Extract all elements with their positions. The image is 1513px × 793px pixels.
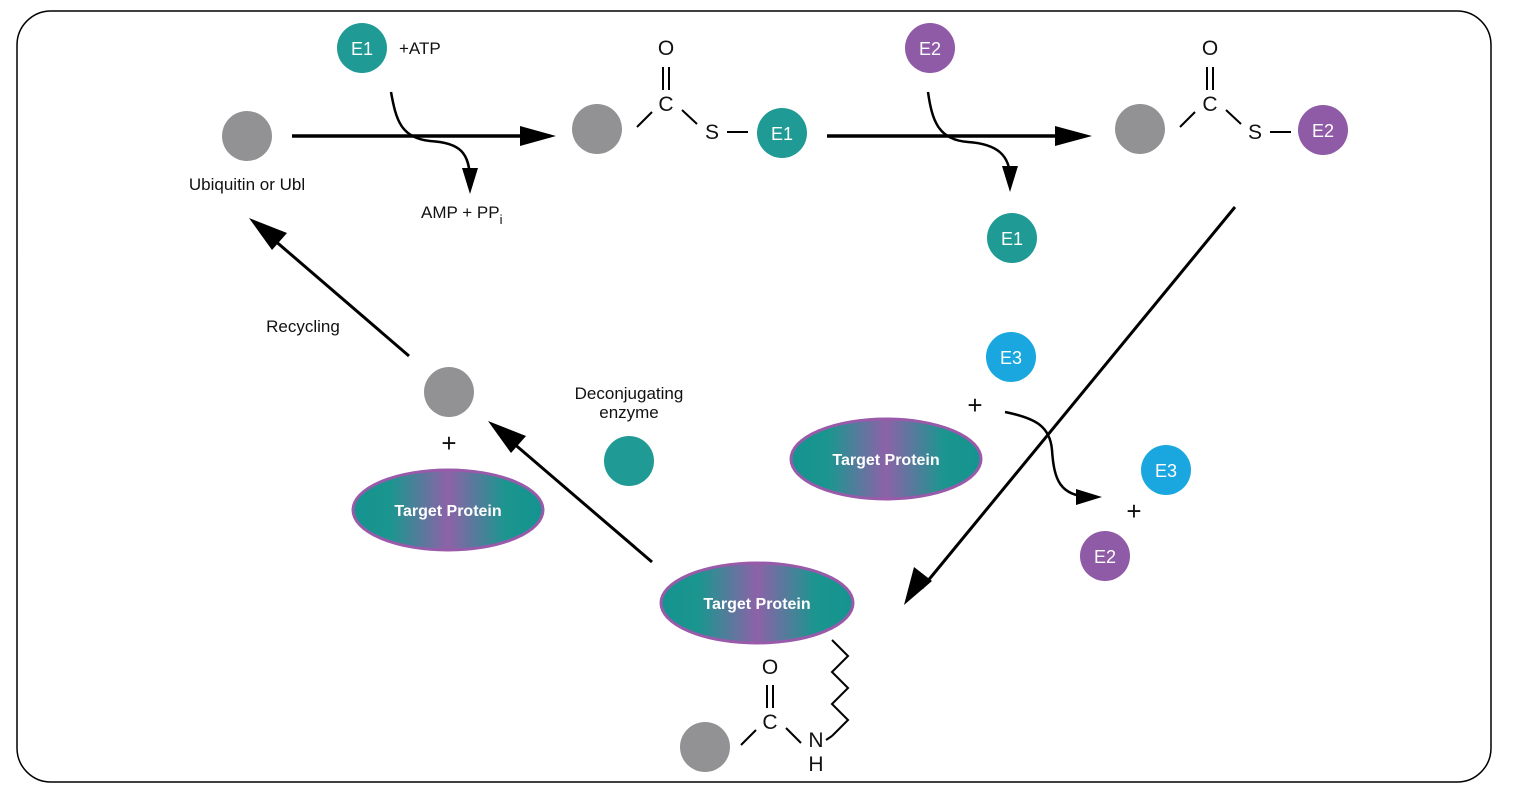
ubiquitin-e1-circle [572,104,622,154]
bond-ub-c-3 [740,729,757,746]
plus-sign-e3: + [967,390,982,420]
e1-node-bound-label: E1 [771,124,793,144]
sulfur-atom-1: S [705,121,719,144]
bond-c-s-2 [1225,109,1242,125]
carbon-atom-2: C [1202,93,1217,116]
e2-node-in [905,23,955,73]
plus-sign-products: + [441,428,456,458]
target-protein-released [351,468,545,552]
ubiquitin-circle [222,111,272,161]
sulfur-atom-2: S [1248,121,1262,144]
e2-node-released-label: E2 [1094,547,1116,567]
bond-chain-n [825,735,833,741]
ligation-arrowhead [904,567,932,605]
bond-ub-c-1 [636,111,653,128]
e1-release-arrowhead [1002,166,1018,192]
deconjugating-enzyme-node [604,436,654,486]
e1-node-released-label: E1 [1001,229,1023,249]
deconjugation-arrow [504,434,653,564]
deconjugating-label-line2: enzyme [599,403,659,422]
ubiquitin-label: Ubiquitin or Ubl [189,175,305,194]
e1-release-curve [926,91,1012,179]
deconjugating-label-line1: Deconjugating [575,384,684,403]
e3-node-released [1141,445,1191,495]
ubiquitin-conjugated-circle [680,722,730,772]
e3-e2-release-curve [1004,410,1091,499]
ubiquitin-released-circle [424,367,474,417]
diagram-frame [16,10,1492,783]
target-protein-incoming-label: Target Protein [832,452,939,469]
oxygen-atom-2: O [1202,37,1218,60]
target-protein-conjugated-label: Target Protein [703,596,810,613]
oxygen-atom-1: O [658,37,674,60]
target-protein-conjugated [659,561,855,645]
target-protein-incoming [789,417,983,501]
target-protein-released-label: Target Protein [394,503,501,520]
amp-release-arrowhead [462,168,478,194]
activation-arrowhead [520,126,556,146]
carbon-atom-3: C [762,711,777,734]
deconjugation-arrowhead [488,421,526,453]
ubiquitin-e2-circle [1115,104,1165,154]
plus-sign-release: + [1126,496,1141,526]
e3-e2-release-arrowhead [1076,489,1102,505]
recycling-arrow [265,231,410,358]
e2-node-released [1080,531,1130,581]
bond-c-n [785,727,802,744]
ligation-arrow [920,206,1237,589]
bond-c-s-1 [681,109,698,125]
atp-label: +ATP [399,39,441,58]
e3-node-released-label: E3 [1155,461,1177,481]
lysine-side-chain [830,639,850,737]
hydrogen-atom: H [808,753,823,776]
recycling-arrowhead [249,218,287,250]
e2-node-in-label: E2 [919,39,941,59]
nitrogen-atom: N [808,729,823,752]
carbon-atom-1: C [658,93,673,116]
e1-node-atp-label: E1 [351,39,373,59]
e2-node-bound [1298,105,1348,155]
e1-node-released [987,213,1037,263]
amp-label: AMP + PPi [421,203,503,227]
recycling-label: Recycling [266,317,340,336]
e3-node-in-label: E3 [1000,348,1022,368]
bond-ub-c-2 [1179,111,1196,128]
e3-node-in [986,332,1036,382]
e1-node-atp [337,23,387,73]
oxygen-atom-3: O [762,656,778,679]
amp-release-curve [389,91,472,183]
e2-node-bound-label: E2 [1312,121,1334,141]
e1-node-bound [757,108,807,158]
transfer-arrowhead [1055,126,1092,146]
